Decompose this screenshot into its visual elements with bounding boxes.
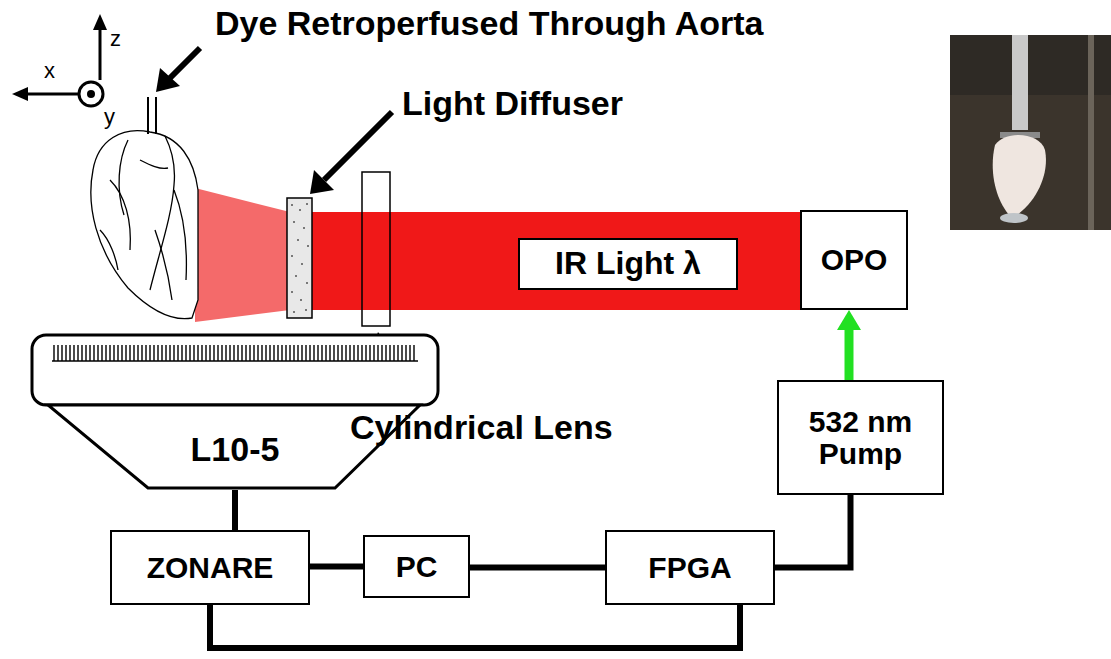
signal-wire — [235, 490, 236, 530]
diffuser-dots — [291, 203, 309, 313]
fpga-box: FPGA — [605, 530, 775, 605]
dye-callout: Dye Retroperfused Through Aorta — [215, 4, 763, 43]
node-text: IR Light λ — [555, 247, 701, 281]
aorta-tube — [147, 97, 149, 134]
node-text: PC — [396, 551, 438, 583]
y-axis-symbol — [79, 82, 103, 106]
heart-drawing — [91, 131, 198, 319]
cylindrical-lens — [362, 172, 390, 326]
diffuser-callout: Light Diffuser — [402, 84, 623, 123]
light-cone — [195, 188, 290, 322]
leader-head — [156, 68, 180, 92]
x-axis — [24, 93, 78, 96]
signal-wire — [470, 567, 605, 568]
axis-label: x — [44, 58, 55, 84]
beam-label-box: IR Light λ — [518, 238, 738, 290]
scanner-box: ZONARE — [110, 530, 310, 605]
lens-callout: Cylindrical Lens — [350, 408, 613, 447]
signal-wire — [775, 495, 851, 568]
axis-head — [93, 14, 107, 30]
heart-photo — [950, 35, 1111, 230]
pc-box: PC — [363, 535, 470, 598]
axis-head — [12, 87, 28, 101]
y-axis-dot — [87, 90, 95, 98]
light-diffuser — [287, 198, 312, 318]
leader-arrow — [324, 112, 392, 180]
ir-beam — [300, 212, 800, 310]
aorta-tube — [155, 97, 157, 134]
leader-arrow — [168, 48, 200, 80]
signal-wire — [210, 605, 740, 648]
z-axis — [99, 26, 102, 80]
node-text: FPGA — [648, 552, 731, 584]
axis-label: z — [110, 26, 121, 52]
node-text: OPO — [821, 244, 888, 276]
signal-wire — [310, 566, 363, 567]
node-text: 532 nm Pump — [779, 406, 942, 469]
node-text: L10-5 — [191, 432, 280, 468]
node-text: ZONARE — [147, 552, 274, 584]
pump-laser-box: 532 nm Pump — [777, 380, 944, 495]
pump-beam-arrow — [837, 310, 861, 380]
axis-label: y — [104, 104, 115, 130]
leader-head — [310, 170, 334, 194]
opo-box: OPO — [800, 210, 908, 310]
